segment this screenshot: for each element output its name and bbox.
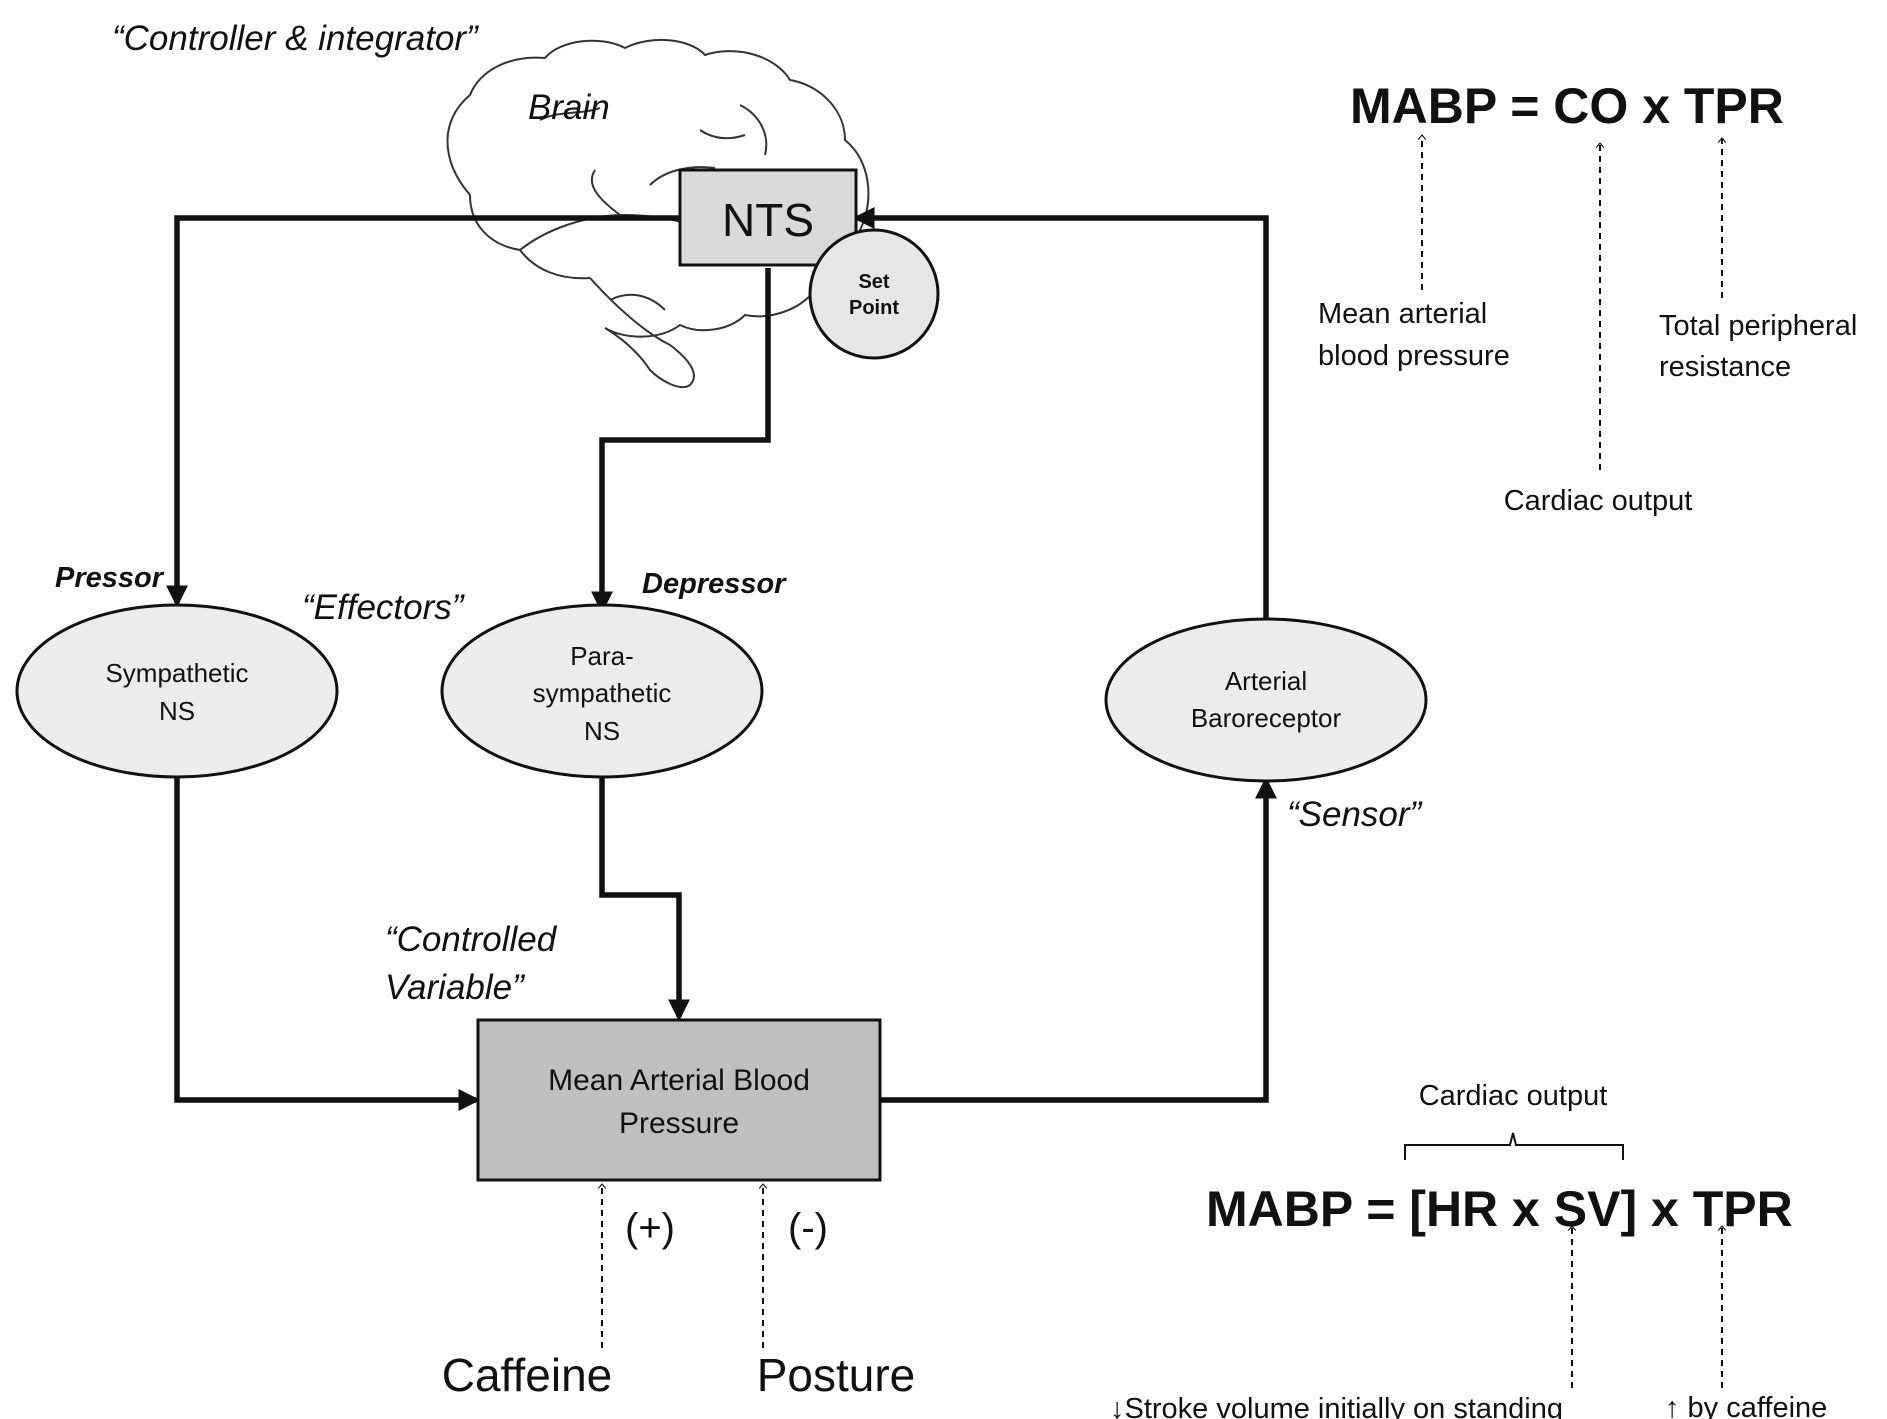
set-point-label-line2: Point [849, 297, 899, 319]
posture-label: Posture [757, 1349, 916, 1401]
eq2-sv-label: ↓Stroke volume initially on standing [1110, 1393, 1563, 1419]
controlled-variable-label-line2: Variable” [385, 968, 525, 1007]
minus-sign: (-) [788, 1206, 828, 1250]
set-point-label-line1: Set [858, 271, 889, 293]
arrow-mabp-to-baroreceptor [881, 776, 1277, 1103]
effectors-label: “Effectors” [302, 588, 465, 627]
parasympathetic-label-line3: NS [584, 716, 620, 746]
eq2-tpr-label: ↑ by caffeine [1665, 1392, 1827, 1419]
baroreceptor-label-line1: Arterial [1225, 666, 1307, 696]
eq1-tpr-label-line2: resistance [1659, 351, 1791, 383]
pressor-label: Pressor [55, 562, 165, 594]
baroreceptor-node: Arterial Baroreceptor [1104, 617, 1428, 783]
equation-1: MABP = CO x TPR Mean arterial blood pres… [1318, 78, 1857, 517]
mabp-box-label-line2: Pressure [619, 1107, 739, 1140]
parasympathetic-ns-node: Para- sympathetic NS [440, 603, 764, 779]
eq1-mabp-label-line2: blood pressure [1318, 340, 1510, 372]
arrow-sympathetic-to-mabp [174, 778, 481, 1111]
equation-2-text: MABP = [HR x SV] x TPR [1206, 1181, 1793, 1237]
feedback-loop-lines [166, 207, 1277, 1111]
arrow-nts-to-sympathetic [166, 215, 680, 608]
arrow-nts-to-parasympathetic [591, 268, 771, 614]
caffeine-label: Caffeine [442, 1349, 613, 1401]
depressor-label: Depressor [642, 568, 787, 600]
mabp-box: Mean Arterial Blood Pressure [476, 1018, 882, 1182]
baroreceptor-label-line2: Baroreceptor [1191, 703, 1342, 733]
parasympathetic-label-line2: sympathetic [533, 678, 672, 708]
controller-label: “Controller & integrator” [112, 19, 479, 58]
eq1-co-label: Cardiac output [1504, 485, 1693, 517]
arrow-baroreceptor-to-nts [852, 207, 1269, 620]
eq2-curly-brace [1404, 1132, 1624, 1160]
parasympathetic-label-line1: Para- [570, 641, 634, 671]
eq1-mabp-label-line1: Mean arterial [1318, 298, 1487, 330]
controlled-variable-label-line1: “Controlled [385, 920, 558, 959]
sensor-label: “Sensor” [1287, 795, 1423, 834]
sympathetic-label-line1: Sympathetic [105, 658, 248, 688]
mabp-box-label-line1: Mean Arterial Blood [548, 1064, 810, 1097]
set-point-circle: Set Point [808, 228, 940, 360]
nts-box: NTS [678, 168, 858, 267]
equation-2: Cardiac output MABP = [HR x SV] x TPR ↓S… [1110, 1080, 1827, 1419]
plus-sign: (+) [625, 1206, 675, 1250]
eq2-brace-label: Cardiac output [1419, 1080, 1608, 1112]
arrow-parasympathetic-to-mabp [599, 772, 690, 1022]
brain-label: Brain [528, 88, 610, 127]
sympathetic-ns-node: Sympathetic NS [15, 603, 339, 779]
nts-label: NTS [722, 194, 814, 246]
equation-1-text: MABP = CO x TPR [1350, 78, 1784, 134]
sympathetic-label-line2: NS [159, 696, 195, 726]
eq1-tpr-label-line1: Total peripheral [1659, 310, 1857, 342]
